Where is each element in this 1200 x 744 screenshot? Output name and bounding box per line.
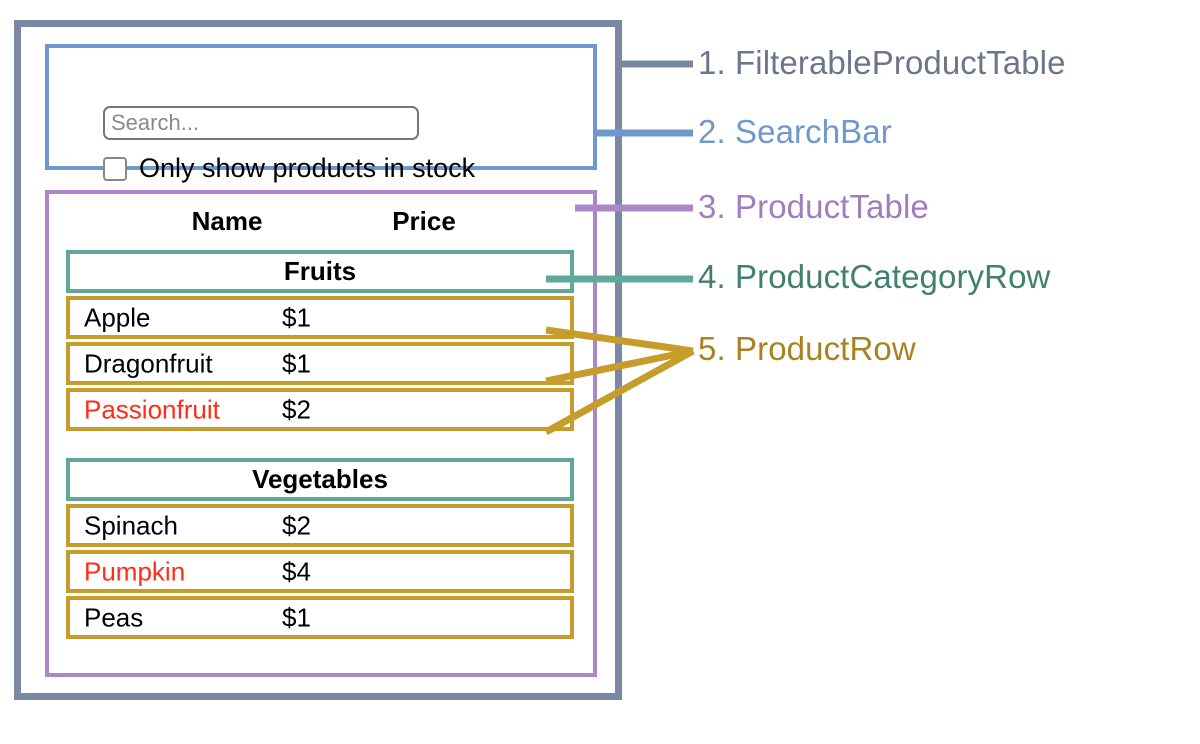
legend-item-filterable-product-table: 1. FilterableProductTable: [698, 46, 1066, 79]
legend-name: FilterableProductTable: [735, 44, 1066, 81]
legend-item-product-table: 3. ProductTable: [698, 190, 929, 223]
legend-number: 5.: [698, 330, 726, 367]
product-row: Dragonfruit $1: [66, 342, 574, 385]
category-label: Vegetables: [252, 464, 388, 494]
product-row: Apple $1: [66, 296, 574, 339]
product-category-row: Fruits: [66, 250, 574, 293]
checkbox-unchecked-icon[interactable]: [103, 156, 127, 181]
search-input[interactable]: [103, 106, 419, 140]
group-separator: [66, 434, 574, 458]
product-price: $2: [282, 510, 311, 540]
product-price: $1: [282, 302, 311, 332]
search-bar-box: Only show products in stock: [45, 44, 597, 182]
product-name: Apple: [84, 302, 151, 332]
legend-number: 3.: [698, 188, 726, 225]
filterable-product-table-box: Only show products in stock Name Price F…: [14, 20, 622, 700]
product-row: Peas $1: [66, 596, 574, 639]
column-header-price: Price: [392, 206, 456, 236]
product-price: $1: [282, 602, 311, 632]
legend-item-product-row: 5. ProductRow: [698, 332, 916, 365]
product-name: Pumpkin: [84, 556, 186, 586]
category-label: Fruits: [283, 256, 357, 286]
product-category-row: Vegetables: [66, 458, 574, 501]
legend-number: 1.: [698, 44, 726, 81]
product-table-header: Name Price: [49, 194, 593, 248]
product-row: Passionfruit $2: [66, 388, 574, 431]
in-stock-filter-label: Only show products in stock: [139, 153, 476, 183]
legend-item-product-category-row: 4. ProductCategoryRow: [698, 260, 1050, 293]
product-table-box: Name Price Fruits Apple $1 Dragonfruit $…: [45, 190, 597, 677]
column-header-name: Name: [191, 206, 263, 236]
product-name: Passionfruit: [84, 394, 220, 424]
in-stock-filter[interactable]: Only show products in stock: [103, 155, 475, 182]
product-name: Spinach: [84, 510, 178, 540]
product-price: $2: [282, 394, 311, 424]
product-price: $1: [282, 348, 311, 378]
legend-name: SearchBar: [735, 113, 892, 150]
product-row: Spinach $2: [66, 504, 574, 547]
legend-number: 2.: [698, 113, 726, 150]
legend-number: 4.: [698, 258, 726, 295]
legend-name: ProductTable: [735, 188, 929, 225]
product-name: Dragonfruit: [84, 348, 213, 378]
product-name: Peas: [84, 602, 144, 632]
legend-name: ProductRow: [735, 330, 916, 367]
legend-name: ProductCategoryRow: [735, 258, 1051, 295]
product-price: $4: [282, 556, 311, 586]
product-table-rows: Fruits Apple $1 Dragonfruit $1 Passionfr…: [66, 250, 574, 642]
legend-item-search-bar: 2. SearchBar: [698, 115, 892, 148]
product-row: Pumpkin $4: [66, 550, 574, 593]
